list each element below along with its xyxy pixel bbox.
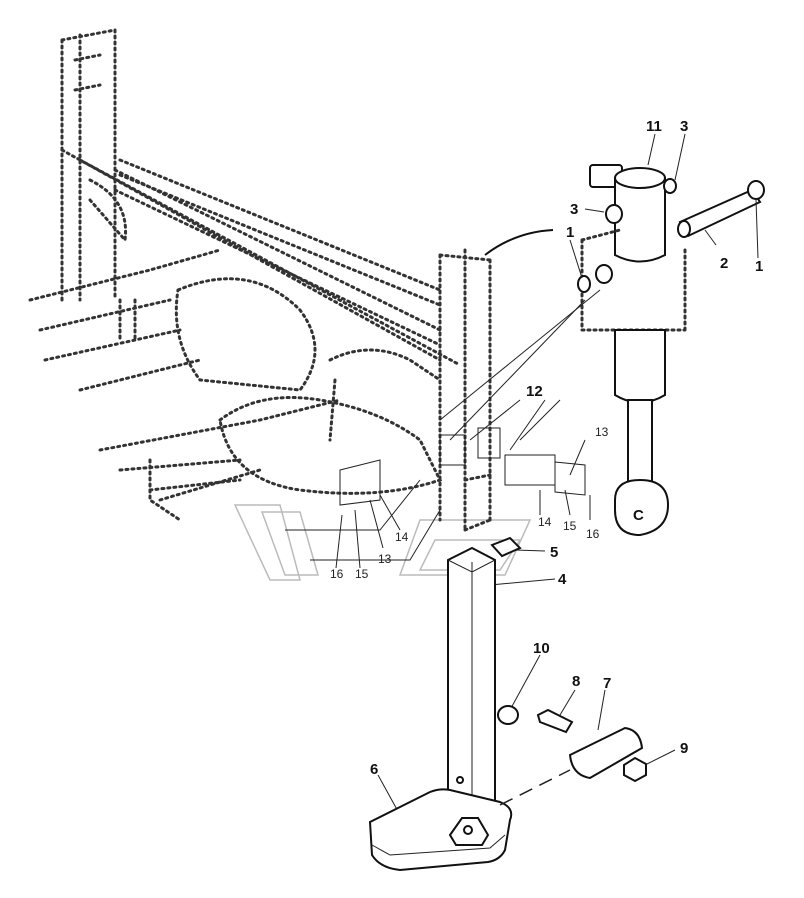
mounting-bracket (438, 248, 492, 532)
bolt-8 (536, 708, 574, 734)
pivot-pin (677, 188, 762, 238)
tractor-frame (28, 28, 462, 522)
callout-3: 3 (570, 201, 578, 218)
washer-10 (497, 705, 519, 725)
callout-14: 14 (538, 515, 552, 529)
callout-15: 15 (563, 519, 577, 533)
retaining-clips (577, 178, 765, 293)
callout-8: 8 (572, 673, 580, 690)
callout-2: 2 (720, 255, 728, 272)
callout-5: 5 (550, 544, 558, 561)
callout-labels: 11 3 3 1 1 2 12 13 13 14 14 15 15 16 16 … (330, 118, 763, 778)
ghost-outlines (233, 504, 532, 581)
sleeve-7 (568, 726, 644, 780)
callout-13: 13 (595, 425, 609, 439)
callout-6: 6 (370, 761, 378, 778)
assembly-line (499, 769, 571, 806)
callout-4: 4 (558, 571, 567, 588)
upright-post (447, 546, 496, 812)
callout-16: 16 (330, 567, 344, 581)
callout-1: 1 (755, 258, 763, 275)
nut-9 (623, 756, 647, 783)
callout-7: 7 (603, 675, 611, 692)
leader-lines (285, 133, 759, 816)
cylinder-marking: C (633, 507, 644, 524)
callout-13: 13 (378, 552, 392, 566)
hydraulic-cylinder: C (580, 164, 687, 537)
foot-pad (368, 788, 513, 872)
callout-15: 15 (355, 567, 369, 581)
hydraulic-hose (484, 229, 554, 256)
callout-10: 10 (533, 640, 550, 657)
callout-9: 9 (680, 740, 688, 757)
callout-3: 3 (680, 118, 688, 135)
spacer-block (490, 536, 522, 558)
callout-14: 14 (395, 530, 409, 544)
callout-12: 12 (526, 383, 543, 400)
callout-1: 1 (566, 224, 574, 241)
fasteners (497, 705, 647, 783)
callout-16: 16 (586, 527, 600, 541)
callout-11: 11 (646, 118, 662, 135)
